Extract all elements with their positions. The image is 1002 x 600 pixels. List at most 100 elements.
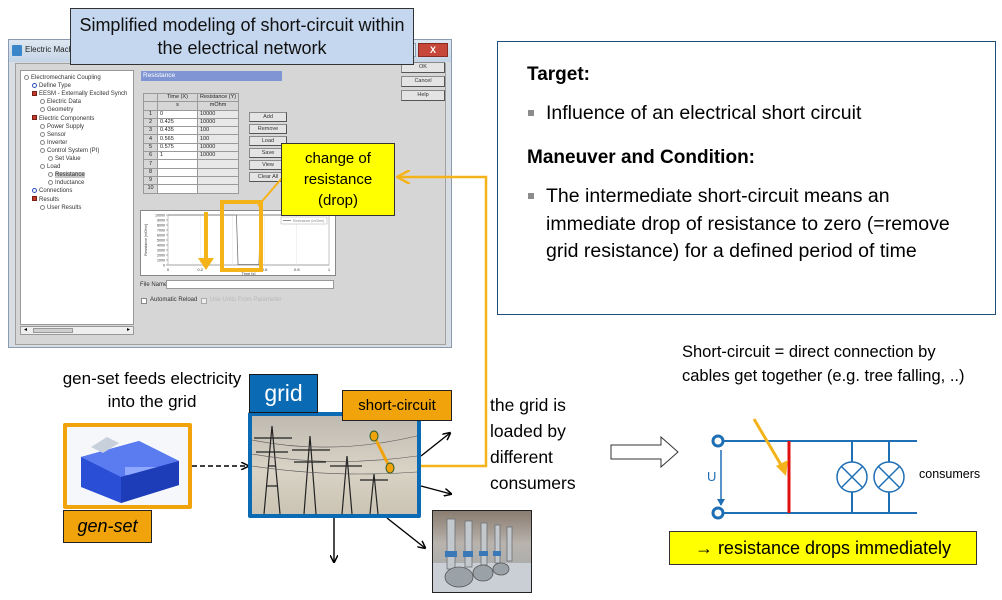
help-button[interactable]: Help [401,90,445,101]
tree-item[interactable]: Define Type [32,82,71,90]
close-button[interactable]: X [418,43,448,57]
tree-item[interactable]: Inductance [48,179,84,187]
grid-image [248,412,421,518]
scrollbar-thumb[interactable] [33,328,73,333]
y-tick-label: 6000 [157,233,165,237]
automatic-reload-checkbox[interactable] [141,298,147,304]
node-icon [40,147,45,153]
tree-item-label: Set Value [55,156,81,162]
tree-item[interactable]: Sensor [40,131,66,139]
short-circuit-feedback-arrow [398,177,488,468]
tree-item-label: Power Supply [47,123,85,130]
legend-label: Resistance (mOhm) [293,219,324,223]
bottom-terminal [711,506,725,520]
remove-button[interactable]: Remove [249,124,287,134]
table-row[interactable]: 10 [143,184,240,194]
tree-item[interactable]: Set Value [48,155,81,163]
genset-label: gen-set [63,510,152,543]
tree-item[interactable]: Results [32,196,59,204]
y-tick-label: 1000 [157,258,165,262]
tree-item-label: Electric Data [47,99,82,106]
tree-item[interactable]: User Results [40,204,81,212]
node-icon [40,164,45,170]
x-tick-label: 1 [328,267,331,272]
target-bullet: Influence of an electrical short circuit [546,102,862,124]
tree-horizontal-scrollbar[interactable]: ◂ ▸ [20,326,134,335]
tree-item[interactable]: Resistance [48,171,85,179]
ok-button[interactable]: OK [401,62,445,73]
node-icon [48,155,53,161]
short-circuit-pointer [752,418,786,471]
short-circuit-link [372,435,392,469]
define-type-icon [32,83,37,89]
tree-item[interactable]: Control System (PI) [40,147,99,155]
automatic-reload-label: Automatic Reload [150,297,198,303]
tree-item[interactable]: Electromechanic Coupling [24,74,101,82]
use-units-checkbox [201,298,207,304]
tree-item[interactable]: Power Supply [40,123,84,131]
circuit-schematic [711,418,917,520]
voltage-label: U [707,469,717,484]
consumer-arrow-1 [420,433,450,457]
target-heading: Target: [527,64,590,85]
y-tick-label: 5000 [157,238,165,242]
consumer-arrow-2 [420,485,451,494]
genset-image [63,423,192,509]
node-icon [40,99,45,105]
tree-item[interactable]: Geometry [40,106,73,114]
tree-item-label: Electromechanic Coupling [31,75,101,81]
cancel-button[interactable]: Cancel [401,76,445,87]
app-logo-icon [12,45,22,56]
tree-item-label: Electric Components [39,115,95,122]
generator-icon [81,437,179,503]
file-name-input[interactable] [166,280,334,289]
y-tick-label: 8000 [157,223,165,227]
consumers-label: consumers [919,467,981,481]
y-tick-label: 3000 [157,248,165,252]
y-tick-label: 7000 [157,228,165,232]
pump-station-icon [433,518,531,592]
y-tick-label: 9000 [157,218,165,222]
tree-item-label: User Results [47,204,82,211]
node-icon [40,139,45,145]
result-callout: → resistance drops immediately [669,531,977,565]
x-tick-label: 0.2 [197,267,203,272]
add-button[interactable]: Add [249,112,287,122]
tree-item[interactable]: EESM - Externally Excited Synch [32,90,127,98]
y-tick-label: 2000 [157,253,165,257]
tree-item-label: Inductance [55,180,85,187]
load-button[interactable]: Load [249,136,287,146]
scroll-right-icon[interactable]: ▸ [126,327,130,333]
x-tick-label: 0.8 [294,267,300,272]
tree-item[interactable]: Load [40,163,60,171]
node-icon [40,131,45,137]
slide-title: Simplified modeling of short-circuit wit… [70,8,414,65]
node-icon [48,172,53,178]
down-arrow-head [198,258,214,270]
tree-item[interactable]: Inverter [40,139,67,147]
tree-item[interactable]: Electric Components [32,115,94,123]
consumer-factory-image [432,510,532,593]
x-tick-label: 0.6 [262,267,268,272]
tree-item[interactable]: Connections [32,187,72,195]
resistance-cell[interactable] [196,184,240,194]
y-axis-label: Resistance [mOhm] [144,224,148,256]
resistance-series-line [168,214,329,265]
results-icon [32,196,37,202]
change-of-resistance-callout: change of resistance (drop) [281,143,395,216]
tree-item-label: Connections [39,188,73,195]
grid-caption: the grid is loaded by different consumer… [490,395,576,493]
use-units-label: Use Units From Parameter [210,297,282,303]
scroll-left-icon[interactable]: ◂ [23,327,27,333]
grid-label: grid [249,374,318,413]
bullet-icon [528,193,534,199]
power-pylons-icon [252,425,417,514]
tree-item[interactable]: Electric Data [40,98,81,106]
tree-item-label: Define Type [39,83,71,90]
